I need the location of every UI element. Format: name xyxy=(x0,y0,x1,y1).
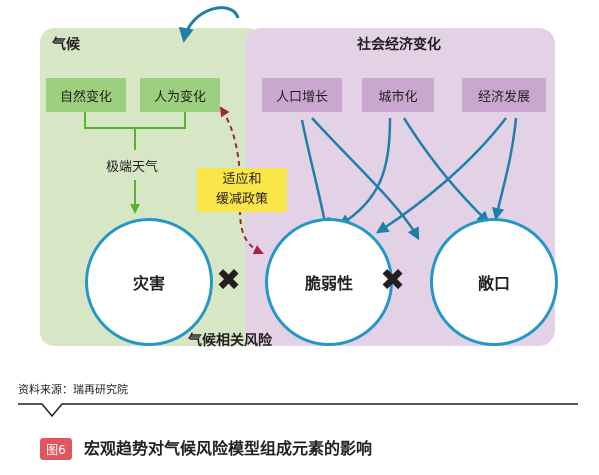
urbanization-tag: 城市化 xyxy=(362,78,434,112)
urbanization-to-exposure-arrow xyxy=(402,117,490,224)
vulnerability-label: 脆弱性 xyxy=(304,274,353,293)
socioeconomic-panel-title: 社会经济变化 xyxy=(357,37,441,53)
population-to-exposure-arrow xyxy=(311,117,420,241)
extreme-weather-label: 极端天气 xyxy=(106,160,159,175)
economy-to-vulnerability-arrow xyxy=(375,117,507,234)
policy-to-vulnerability-arrow xyxy=(239,209,264,255)
policy-to-human-change-arrow xyxy=(219,106,241,176)
feedback-arrow xyxy=(178,6,240,43)
disaster-circle: 灾害 xyxy=(85,218,213,346)
climate-panel-title: 气候 xyxy=(52,37,80,53)
human-change-tag: 人为变化 xyxy=(140,78,220,112)
natural-change-tag: 自然变化 xyxy=(46,78,126,112)
urbanization-to-vulnerability-arrow xyxy=(337,117,392,227)
economy-to-exposure-arrow xyxy=(491,117,518,221)
disaster-label: 灾害 xyxy=(132,274,165,293)
policy-line-2: 缓减政策 xyxy=(215,192,268,207)
policy-line-1: 适应和 xyxy=(222,172,262,187)
figure-badge: 图6 xyxy=(40,438,72,460)
vulnerability-circle: 脆弱性 xyxy=(265,218,393,346)
exposure-label: 敞口 xyxy=(477,274,510,293)
source-note: 资料来源：瑞再研究院 xyxy=(18,383,128,396)
multiply-icon: ✖ xyxy=(216,263,242,298)
policy-box: 适应和 缓减政策 xyxy=(197,168,287,212)
multiply-icon: ✖ xyxy=(380,263,406,298)
population-to-vulnerability-arrow xyxy=(300,119,331,231)
economic-development-tag: 经济发展 xyxy=(462,78,546,112)
climate-risk-label: 气候相关风险 xyxy=(188,333,272,349)
population-growth-tag: 人口增长 xyxy=(262,78,342,112)
exposure-circle: 敞口 xyxy=(430,218,558,346)
figure-title: 宏观趋势对气候风险模型组成元素的影响 xyxy=(84,439,373,458)
